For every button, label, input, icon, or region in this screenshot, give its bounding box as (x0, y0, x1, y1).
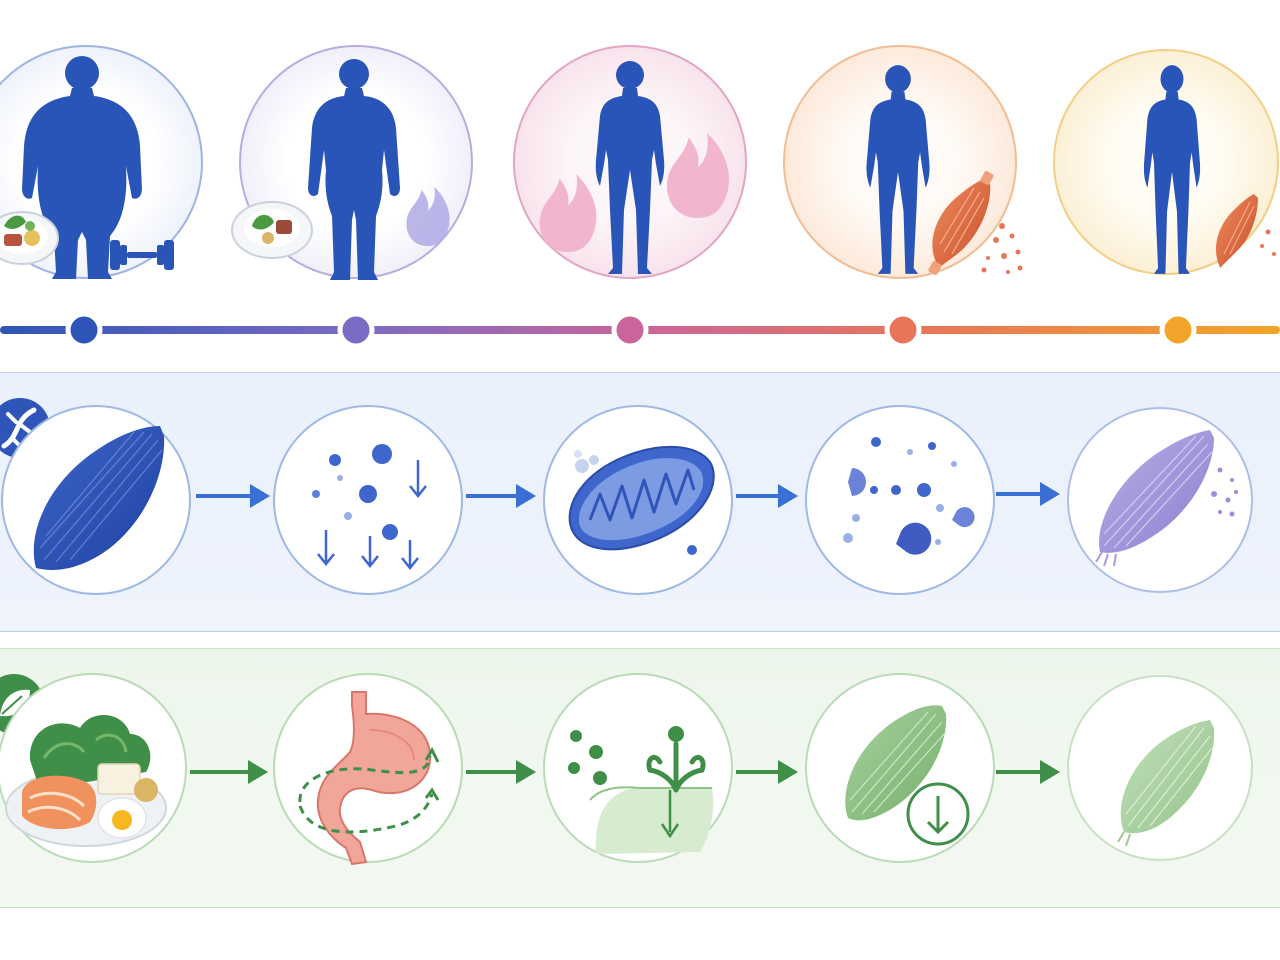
atrophied-muscle-icon (1095, 430, 1238, 567)
timeline-dot-3 (611, 311, 649, 349)
nutrition-row (0, 673, 1253, 866)
faded-muscle-icon (1117, 720, 1215, 847)
mitochondrion-icon (568, 445, 715, 555)
cellular-row (0, 398, 1253, 595)
timeline-dot-1 (65, 311, 103, 349)
body-stage-2 (231, 45, 473, 280)
arrow-right-icon (466, 760, 536, 784)
meal-plate-icon (0, 211, 59, 265)
overweight-body-figure (308, 59, 400, 280)
muscle-breakdown-icon (1216, 194, 1276, 268)
body-stage-5 (1053, 49, 1279, 275)
progress-timeline (0, 311, 1280, 349)
dumbbell-icon (110, 240, 174, 270)
protein-meal-icon (5, 715, 167, 847)
declining-molecules-icon (312, 444, 427, 571)
stomach-digestion-icon (298, 691, 440, 866)
arrow-right-icon (736, 484, 798, 508)
muscle-fiber-icon (33, 426, 165, 570)
arrow-right-icon (736, 760, 798, 784)
body-stage-4 (783, 45, 1023, 279)
protein-degradation-icon (843, 437, 975, 555)
body-stage-1 (0, 45, 203, 279)
timeline-dot-4 (884, 311, 922, 349)
body-stage-3 (513, 45, 747, 279)
arrow-right-icon (190, 760, 268, 784)
arrow-right-icon (996, 482, 1060, 506)
arrow-right-icon (996, 760, 1060, 784)
muscle-decrease-icon (845, 705, 970, 846)
arrow-right-icon (466, 484, 536, 508)
meal-plate-icon (231, 201, 313, 259)
timeline-dot-2 (337, 311, 375, 349)
timeline-dot-5 (1159, 311, 1197, 349)
muscle-breakdown-icon (928, 171, 1023, 275)
nutrient-absorption-icon (568, 726, 714, 854)
arrow-right-icon (196, 484, 270, 508)
